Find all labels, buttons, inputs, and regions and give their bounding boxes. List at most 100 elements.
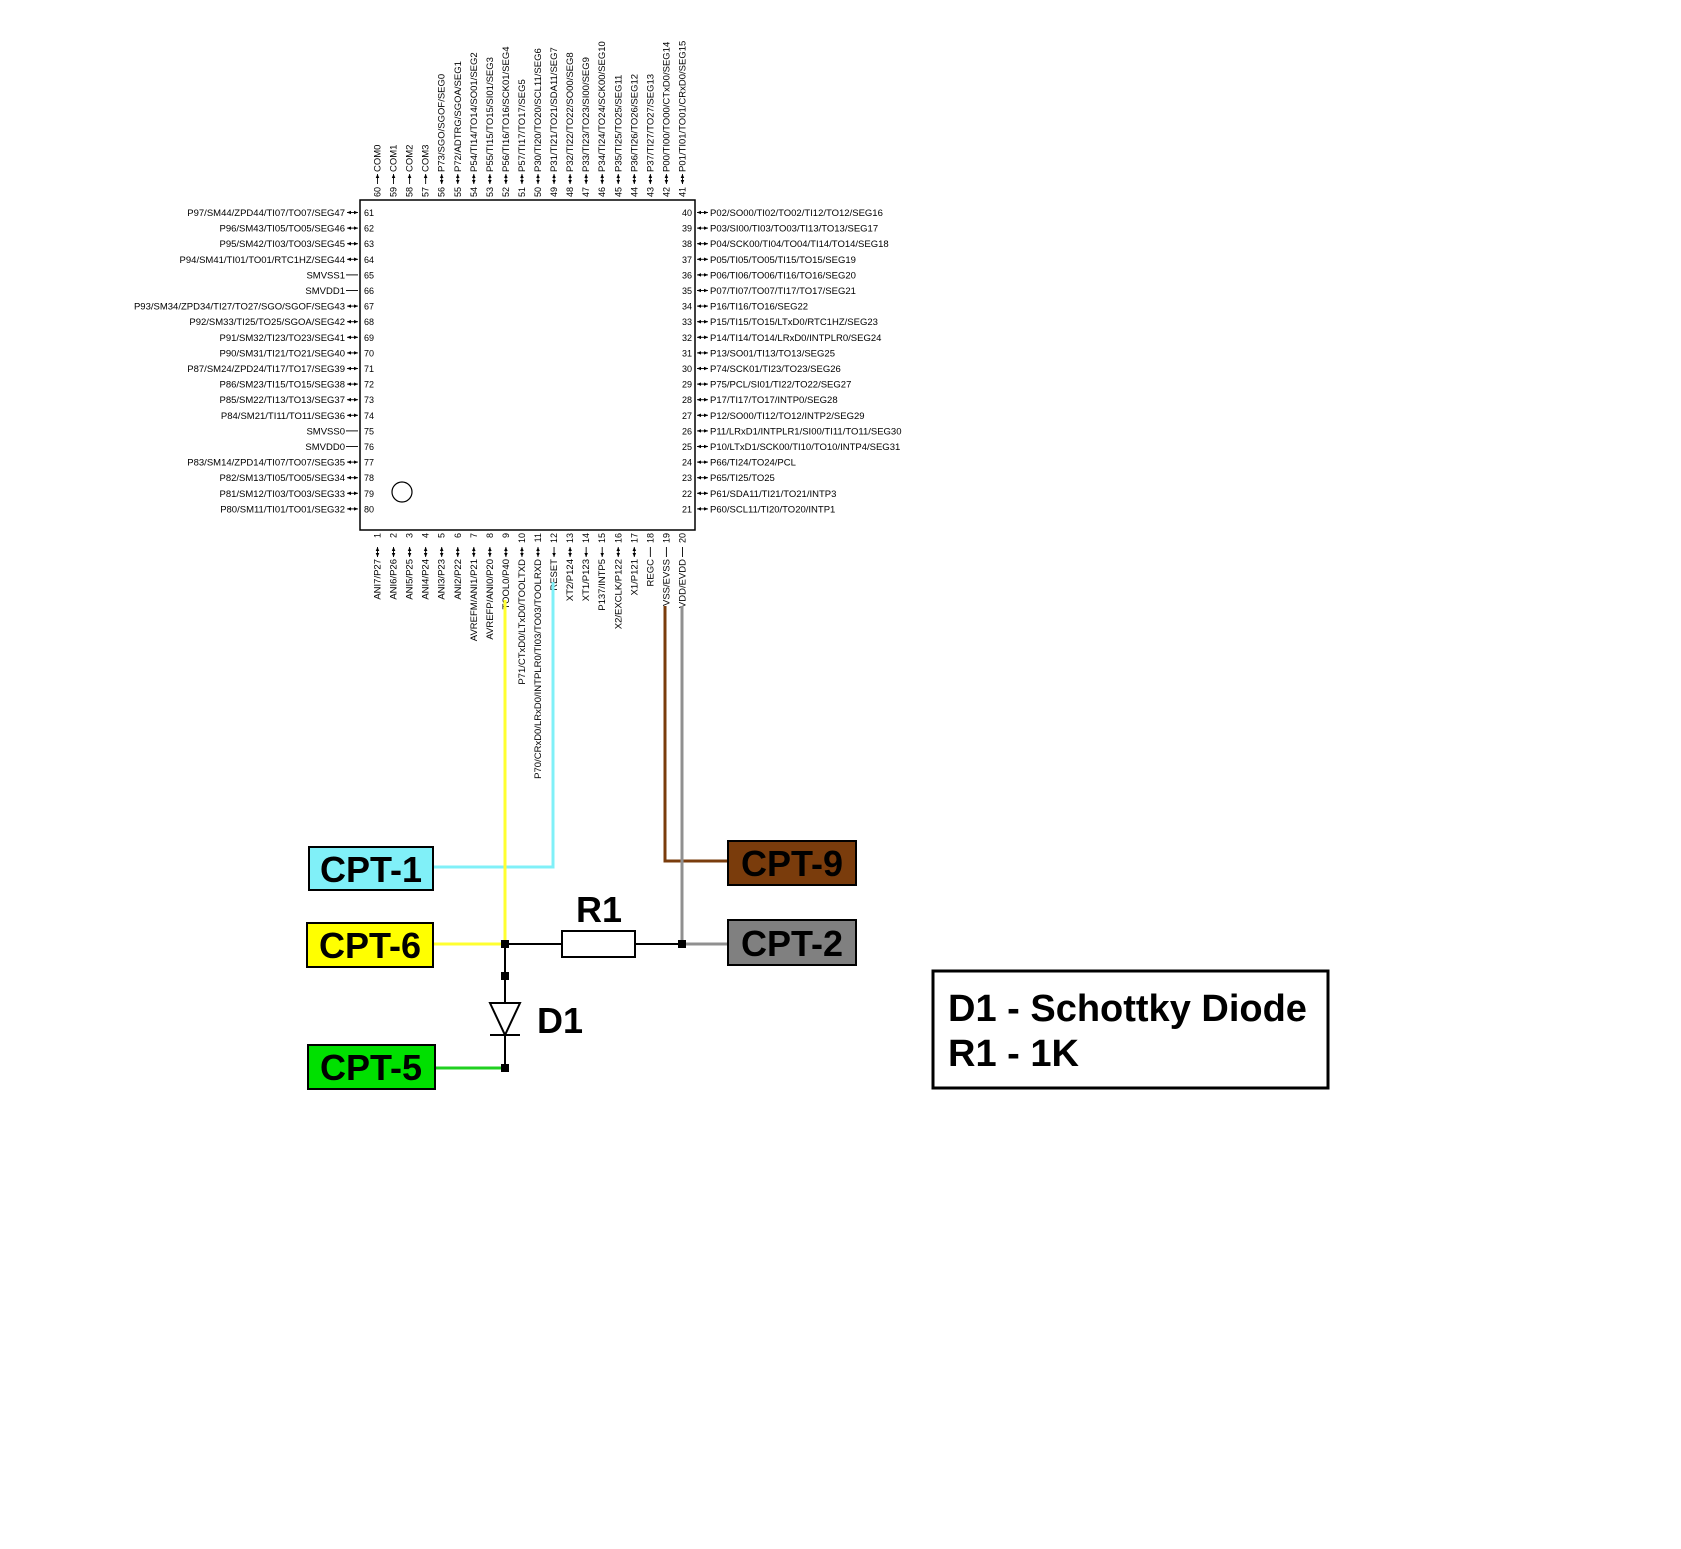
pin-name: P57/TI17/TO17/SEG5 bbox=[517, 79, 528, 172]
pin-name: P90/SM31/TI21/TO21/SEG40 bbox=[219, 348, 345, 359]
pin-name: P80/SM11/TI01/TO01/SEG32 bbox=[220, 504, 345, 515]
pin-name: P34/TI24/TO24/SCK00/SEG10 bbox=[597, 41, 608, 172]
pin-number: 78 bbox=[364, 473, 374, 483]
pin-number: 2 bbox=[389, 533, 399, 538]
pin-name: P15/TI15/TO15/LTxD0/RTC1HZ/SEG23 bbox=[710, 317, 878, 328]
pin-number: 68 bbox=[364, 317, 374, 327]
pin-number: 32 bbox=[682, 333, 692, 343]
pin-number: 21 bbox=[682, 504, 692, 514]
pin-number: 63 bbox=[364, 239, 374, 249]
pin-number: 18 bbox=[645, 533, 655, 543]
pin-number: 33 bbox=[682, 317, 692, 327]
pin-name: COM2 bbox=[405, 145, 416, 172]
pin-number: 75 bbox=[364, 426, 374, 436]
pin-number: 66 bbox=[364, 286, 374, 296]
pin-name: P71/CTxD0/LTxD0/TOOLTXD bbox=[517, 559, 528, 685]
chip-pins: 60COM059COM158COM257COM356P73/SGO/SGOF/S… bbox=[134, 41, 902, 779]
pin-number: 24 bbox=[682, 458, 692, 468]
pin-number: 6 bbox=[453, 533, 463, 538]
pin-name: P14/TI14/TO14/LRxD0/INTPLR0/SEG24 bbox=[710, 333, 881, 344]
pin-name: P16/TI16/TO16/SEG22 bbox=[710, 302, 808, 313]
pin-number: 3 bbox=[405, 533, 415, 538]
pin-number: 45 bbox=[613, 187, 623, 197]
pin-name: P37/TI27/TO27/SEG13 bbox=[645, 74, 656, 172]
pin-name: P35/TI25/TO25/SEG11 bbox=[613, 75, 624, 172]
pin-name: P83/SM14/ZPD14/TI07/TO07/SEG35 bbox=[187, 458, 345, 469]
pin-name: P56/TI16/TO16/SCK01/SEG4 bbox=[501, 46, 512, 172]
pin-number: 31 bbox=[682, 348, 692, 358]
pin-number: 55 bbox=[453, 187, 463, 197]
pin-number: 9 bbox=[501, 533, 511, 538]
pin-number: 61 bbox=[364, 208, 374, 218]
pin-name: SMVSS1 bbox=[306, 270, 345, 281]
pin-name: P81/SM12/TI03/TO03/SEG33 bbox=[219, 489, 345, 500]
pin-number: 70 bbox=[364, 348, 374, 358]
pin-name: AVREFP/ANI0/P20 bbox=[485, 559, 496, 640]
connector-cpt2-text: CPT-2 bbox=[741, 923, 843, 964]
pin-name: P10/LTxD1/SCK00/TI10/TO10/INTP4/SEG31 bbox=[710, 442, 900, 453]
pin-number: 67 bbox=[364, 302, 374, 312]
wire-vss-cpt9 bbox=[663, 606, 728, 863]
pin-number: 40 bbox=[682, 208, 692, 218]
pin-name: TOOL0/P40 bbox=[501, 559, 512, 610]
legend-line-1: D1 - Schottky Diode bbox=[948, 988, 1307, 1030]
pin-number: 8 bbox=[485, 533, 495, 538]
pin-number: 79 bbox=[364, 489, 374, 499]
pin-number: 59 bbox=[389, 187, 399, 197]
pin-number: 49 bbox=[549, 187, 559, 197]
pin-name: P85/SM22/TI13/TO13/SEG37 bbox=[219, 395, 345, 406]
pin1-marker bbox=[391, 481, 413, 503]
pin-number: 26 bbox=[682, 426, 692, 436]
pin-number: 43 bbox=[645, 187, 655, 197]
pin-number: 12 bbox=[549, 533, 559, 543]
pin-number: 41 bbox=[677, 187, 687, 197]
pin-name: P13/SO01/TI13/TO13/SEG25 bbox=[710, 348, 835, 359]
pin-name: COM3 bbox=[421, 145, 432, 172]
pin-number: 15 bbox=[597, 533, 607, 543]
connector-cpt9: CPT-9 bbox=[727, 840, 857, 886]
pin-name: P32/TI22/TO22/SO00/SEG8 bbox=[565, 52, 576, 172]
pin-name: P03/SI00/TI03/TO03/TI13/TO13/SEG17 bbox=[710, 224, 878, 235]
pin-name: SMVDD0 bbox=[305, 442, 345, 453]
pin-name: P01/TI01/TO01/CRxD0/SEG15 bbox=[677, 41, 688, 172]
pin-number: 62 bbox=[364, 224, 374, 234]
connector-cpt2: CPT-2 bbox=[727, 919, 857, 966]
pin-name: XT2/P124 bbox=[565, 559, 576, 601]
pin-number: 64 bbox=[364, 255, 374, 265]
pin-number: 20 bbox=[677, 533, 687, 543]
pin-number: 60 bbox=[373, 187, 383, 197]
pin-number: 80 bbox=[364, 504, 374, 514]
pin-name: P11/LRxD1/INTPLR1/SI00/TI11/TO11/SEG30 bbox=[710, 426, 902, 437]
pin-number: 29 bbox=[682, 380, 692, 390]
pin-name: REGC bbox=[645, 559, 656, 587]
connector-cpt5-text: CPT-5 bbox=[320, 1047, 422, 1088]
pin-name: P04/SCK00/TI04/TO04/TI14/TO14/SEG18 bbox=[710, 239, 889, 250]
pin-name: VDD/EVDD bbox=[677, 559, 688, 608]
pin-name: AVREFM/ANI1/P21 bbox=[469, 559, 480, 641]
pin-name: ANI7/P27 bbox=[373, 559, 384, 600]
r1-label: R1 bbox=[576, 889, 622, 930]
pin-number: 71 bbox=[364, 364, 374, 374]
pin-number: 74 bbox=[364, 411, 374, 421]
pin-name: P17/TI17/TO17/INTP0/SEG28 bbox=[710, 395, 838, 406]
pin-number: 37 bbox=[682, 255, 692, 265]
pin-name: P31/TI21/TO21/SDA11/SEG7 bbox=[549, 47, 560, 172]
pin-name: ANI6/P26 bbox=[389, 559, 400, 600]
junction-dot bbox=[678, 940, 686, 948]
pin-name: P61/SDA11/TI21/TO21/INTP3 bbox=[710, 489, 836, 500]
pin-name: COM1 bbox=[389, 145, 400, 172]
pin-name: P72/ADTRG/SGOA/SEG1 bbox=[453, 61, 464, 172]
pin-name: SMVDD1 bbox=[305, 286, 345, 297]
pin-name: P12/SO00/TI12/TO12/INTP2/SEG29 bbox=[710, 411, 865, 422]
pin-name: P75/PCL/SI01/TI22/TO22/SEG27 bbox=[710, 380, 851, 391]
pin-number: 57 bbox=[421, 187, 431, 197]
pin-name: ANI2/P22 bbox=[453, 559, 464, 600]
pin-number: 34 bbox=[682, 302, 692, 312]
connector-cpt9-text: CPT-9 bbox=[741, 843, 843, 884]
pin-name: P86/SM23/TI15/TO15/SEG38 bbox=[219, 380, 345, 391]
pin-number: 1 bbox=[373, 533, 383, 538]
pin-number: 53 bbox=[485, 187, 495, 197]
pin-number: 35 bbox=[682, 286, 692, 296]
pin-name: P137/INTP5 bbox=[597, 559, 608, 611]
pin-name: P95/SM42/TI03/TO03/SEG45 bbox=[219, 239, 345, 250]
